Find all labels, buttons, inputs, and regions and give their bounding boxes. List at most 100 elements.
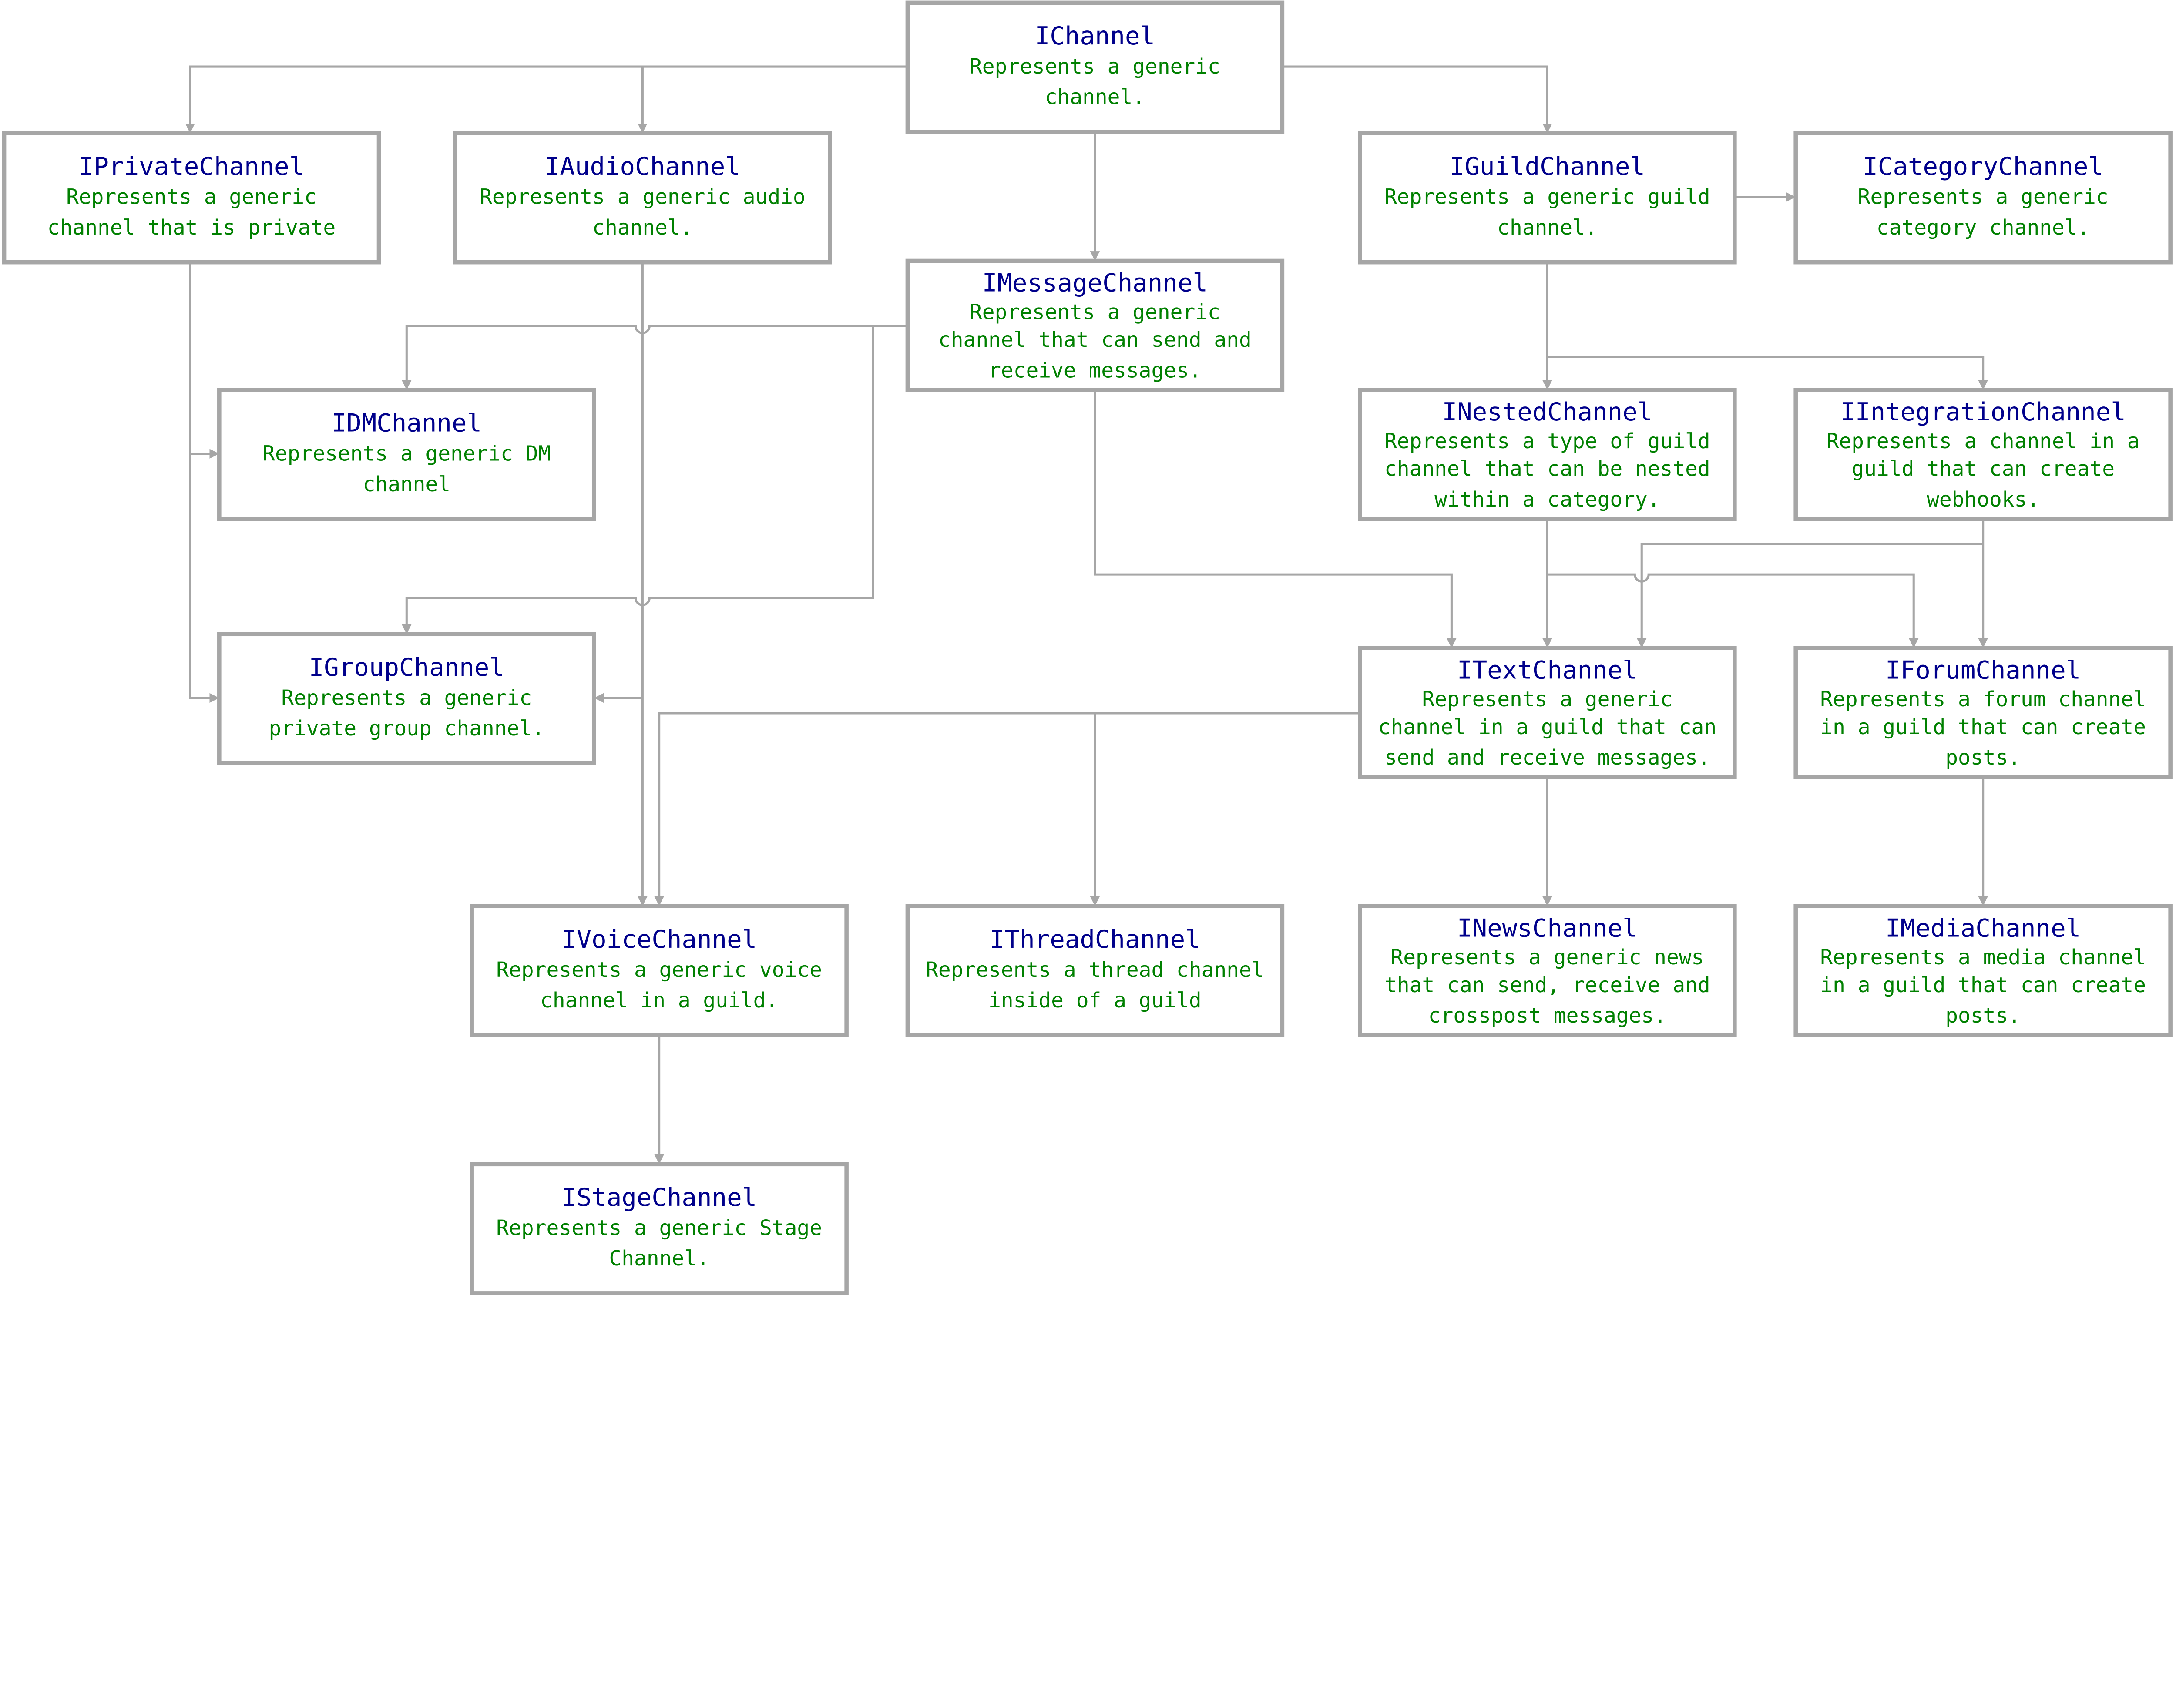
edge-iprivatechannel-to-igroupchannel: [189, 453, 219, 703]
edge-imessagechannel-to-itextchannel: [1094, 391, 1457, 648]
node-description-line: Represents a forum channel: [1820, 688, 2146, 711]
edge-imessagechannel-to-idmchannel: [402, 325, 908, 390]
node-description-line: in a guild that can create: [1820, 715, 2146, 739]
node-description-line: Represents a generic audio: [480, 185, 806, 209]
node-title: ICategoryChannel: [1863, 152, 2103, 181]
edges: [185, 65, 1988, 1164]
node-title: ITextChannel: [1457, 655, 1638, 685]
node-description-line: channel that can be nested: [1384, 457, 1710, 481]
node-title: IForumChannel: [1885, 655, 2081, 685]
node-title: IAudioChannel: [545, 152, 740, 181]
node-description-line: webhooks.: [1927, 488, 2039, 512]
node-description-line: crosspost messages.: [1428, 1004, 1666, 1028]
node-title: IPrivateChannel: [79, 152, 304, 181]
node-description-line: channel in a guild.: [540, 989, 778, 1013]
node-description-line: Represents a thread channel: [926, 958, 1264, 982]
node-description-line: Represents a generic guild: [1384, 185, 1710, 209]
node-title: IMessageChannel: [982, 268, 1208, 298]
node-description-line: channel: [363, 473, 451, 497]
edge-ichannel-to-iprivatechannel: [185, 65, 908, 134]
node-description-line: Represents a generic: [1422, 688, 1672, 711]
node-box: [1358, 646, 1737, 779]
node-box: [905, 904, 1285, 1037]
node-description-line: Represents a generic voice: [496, 958, 822, 982]
node-description-line: Represents a type of guild: [1384, 430, 1710, 453]
edge-ichannel-to-iguildchannel: [1282, 65, 1552, 134]
node-title: IStageChannel: [561, 1183, 757, 1212]
node-description-line: Channel.: [609, 1247, 709, 1271]
node-description-line: channel that is private: [47, 216, 336, 240]
node-description-line: inside of a guild: [988, 989, 1202, 1013]
node-description-line: in a guild that can create: [1820, 973, 2146, 997]
node-box: [470, 904, 849, 1037]
node-box: [217, 388, 596, 521]
node-box: [217, 632, 596, 765]
node-description-line: private group channel.: [269, 717, 545, 741]
node-description-line: that can send, receive and: [1384, 973, 1710, 997]
edge-inestedchannel-to-iforumchannel: [1547, 573, 1919, 648]
edge-iprivatechannel-to-idmchannel: [189, 261, 219, 459]
edge-itextchannel-to-ivoicechannel: [654, 712, 1360, 906]
node-description-line: Represents a generic: [281, 686, 532, 710]
node-box: [453, 131, 832, 265]
node-title: IGuildChannel: [1450, 152, 1645, 181]
node-description-line: Represents a generic: [970, 55, 1220, 79]
node-description-line: posts.: [1945, 746, 2021, 770]
node-description-line: Represents a generic news: [1390, 946, 1704, 970]
node-description-line: channel.: [1497, 216, 1597, 240]
edge-iguildchannel-to-iintegrationchannel: [1547, 355, 1988, 390]
node-box: [905, 258, 1285, 392]
node-box: [1793, 131, 2173, 265]
node-description-line: send and receive messages.: [1384, 746, 1710, 770]
node-title: IVoiceChannel: [561, 925, 757, 954]
node-description-line: Represents a media channel: [1820, 946, 2146, 970]
node-title: IIntegrationChannel: [1840, 397, 2126, 426]
node-description-line: Represents a generic: [1858, 185, 2109, 209]
node-box: [1793, 646, 2173, 779]
node-box: [1358, 904, 1737, 1037]
node-box: [1358, 131, 1737, 265]
node-box: [2, 131, 381, 265]
node-title: INewsChannel: [1457, 913, 1638, 943]
node-description-line: Represents a generic DM: [262, 442, 551, 466]
node-description-line: channel that can send and: [938, 328, 1252, 352]
node-title: IChannel: [1035, 21, 1155, 50]
node-description-line: Represents a channel in a: [1827, 430, 2140, 453]
node-description-line: Represents a generic: [66, 185, 317, 209]
node-description-line: receive messages.: [988, 359, 1202, 383]
node-box: [905, 0, 1285, 134]
node-description-line: within a category.: [1434, 488, 1660, 512]
node-box: [1358, 388, 1737, 521]
node-description-line: Represents a generic Stage: [496, 1216, 822, 1240]
node-box: [470, 1162, 849, 1295]
node-title: IThreadChannel: [990, 925, 1200, 954]
node-description-line: channel in a guild that can: [1378, 715, 1716, 739]
node-description-line: posts.: [1945, 1004, 2021, 1028]
node-box: [1793, 388, 2173, 521]
node-title: IGroupChannel: [309, 653, 504, 682]
edge-iintegrationchannel-to-itextchannel: [1637, 543, 1983, 648]
node-description-line: channel.: [1045, 85, 1145, 109]
node-description-line: Represents a generic: [970, 300, 1220, 324]
node-title: IMediaChannel: [1885, 913, 2081, 943]
node-description-line: channel.: [592, 216, 692, 240]
node-title: IDMChannel: [332, 409, 482, 438]
